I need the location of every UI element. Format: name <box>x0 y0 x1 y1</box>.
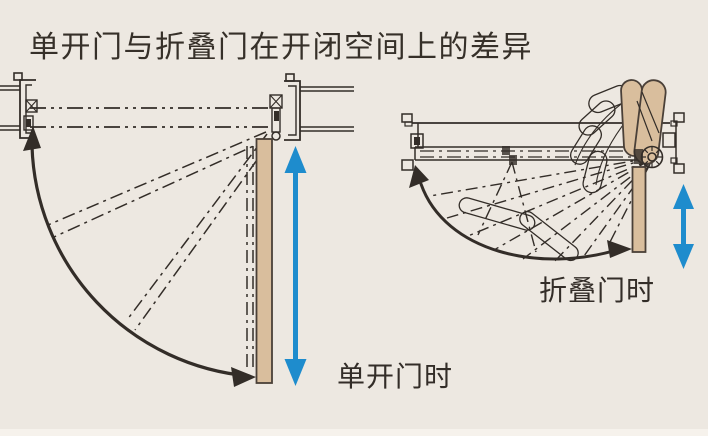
folding-swing-positions <box>429 157 651 264</box>
arc-arrowhead-bottom <box>231 367 256 387</box>
clearance-arrow-large-icon <box>284 146 307 386</box>
open-door-panel <box>255 138 273 384</box>
folding-arc-arrowhead-top <box>409 165 429 188</box>
folded-panel-stack <box>620 79 667 165</box>
page-title: 单开门与折叠门在开闭空间上的差异 <box>29 31 533 64</box>
wall-lines-right <box>300 86 354 132</box>
folding-door-panel <box>631 166 647 253</box>
folding-right-jamb <box>662 112 685 174</box>
closed-door-centerlines <box>30 107 270 128</box>
track-mid-hinge <box>502 146 510 155</box>
folding-left-jamb <box>401 113 424 171</box>
footer-strip <box>0 429 708 436</box>
folding-door-diagram <box>401 79 694 269</box>
arc-arrowhead-top <box>23 126 41 151</box>
folding-arc-arrowhead-bottom <box>607 240 632 258</box>
folding-swing-arc <box>419 182 622 261</box>
right-jamb-with-pivot <box>269 73 354 141</box>
left-jamb <box>0 72 38 139</box>
fold-edge-lines <box>636 91 660 142</box>
clearance-arrow-small-icon <box>673 184 694 269</box>
wall-lines-left <box>0 85 20 131</box>
door-swing-arc <box>30 144 251 378</box>
folding-door-label: 折叠门时 <box>539 275 656 306</box>
single-door-diagram <box>0 72 354 387</box>
door-swing-positions <box>47 131 273 371</box>
folding-pivot-mechanism <box>634 145 664 169</box>
hinge-pivot-point <box>271 131 281 141</box>
single-door-label: 单开门时 <box>337 361 454 392</box>
